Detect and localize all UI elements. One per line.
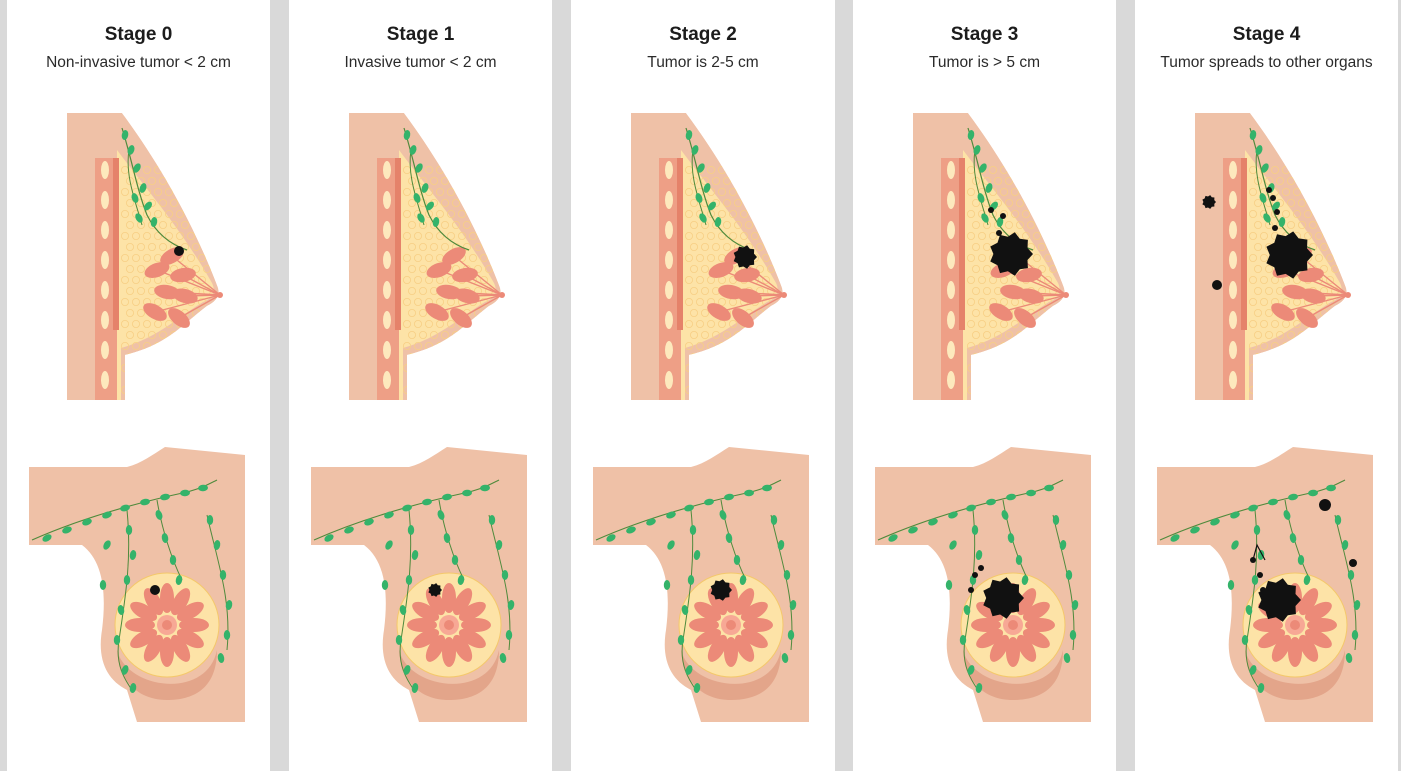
lymph-node-icon <box>688 575 694 585</box>
tumor-icon <box>1274 209 1280 215</box>
lymph-node-icon <box>207 515 213 525</box>
stage-illustration <box>571 0 835 771</box>
lymph-node-icon <box>972 525 978 535</box>
tumor-icon <box>1212 280 1222 290</box>
lymph-node-icon <box>224 630 230 640</box>
tumor-icon <box>972 572 978 578</box>
lymph-node-icon <box>124 575 130 585</box>
lymph-node-icon <box>1053 515 1059 525</box>
tumor-icon <box>1270 195 1276 201</box>
stage-illustration <box>1135 0 1398 771</box>
front-view-breast-icon <box>593 447 809 722</box>
stage-0-panel: Stage 0 Non-invasive tumor < 2 cm <box>7 0 270 771</box>
lymph-node-icon <box>1298 555 1304 565</box>
lymph-node-icon <box>1228 580 1234 590</box>
tumor-icon <box>968 587 974 593</box>
lymph-node-icon <box>771 515 777 525</box>
front-view-breast-icon <box>875 447 1091 722</box>
stage-3-panel: Stage 3 Tumor is > 5 cm <box>853 0 1116 771</box>
lymph-node-icon <box>382 580 388 590</box>
lymph-node-icon <box>1242 635 1248 645</box>
tumor-icon <box>1319 499 1331 511</box>
lymph-node-icon <box>114 635 120 645</box>
lymph-node-icon <box>678 635 684 645</box>
lymph-node-icon <box>1352 630 1358 640</box>
stage-1-panel: Stage 1 Invasive tumor < 2 cm <box>289 0 552 771</box>
lymph-node-icon <box>126 525 132 535</box>
tumor-icon <box>1000 213 1006 219</box>
front-view-breast-icon <box>1157 447 1373 722</box>
lymph-node-icon <box>1070 630 1076 640</box>
tumor-icon <box>150 585 160 595</box>
lymph-node-icon <box>489 515 495 525</box>
front-view-breast-icon <box>29 447 245 722</box>
front-view-breast-icon <box>311 447 527 722</box>
side-view-breast-icon <box>913 113 1083 400</box>
lymph-node-icon <box>734 555 740 565</box>
lymph-node-icon <box>788 630 794 640</box>
stage-illustration <box>289 0 552 771</box>
tumor-icon <box>988 207 994 213</box>
lymph-node-icon <box>1016 555 1022 565</box>
tumor-icon <box>1272 225 1278 231</box>
lymph-node-icon <box>1348 570 1354 580</box>
lymph-node-icon <box>100 580 106 590</box>
side-view-breast-icon <box>1195 113 1365 400</box>
lymph-node-icon <box>1335 515 1341 525</box>
lymph-node-icon <box>1254 525 1260 535</box>
tumor-icon <box>978 565 984 571</box>
lymph-node-icon <box>502 570 508 580</box>
side-view-breast-icon <box>631 113 801 400</box>
lymph-node-icon <box>690 525 696 535</box>
tumor-icon <box>1349 559 1357 567</box>
stage-4-panel: Stage 4 Tumor spreads to other organs <box>1135 0 1398 771</box>
lymph-node-icon <box>220 570 226 580</box>
tumor-icon <box>1257 572 1263 578</box>
side-view-breast-icon <box>67 113 237 400</box>
tumor-icon <box>996 230 1002 236</box>
lymph-node-icon <box>406 575 412 585</box>
stage-illustration <box>853 0 1116 771</box>
lymph-node-icon <box>506 630 512 640</box>
tumor-icon <box>1266 187 1272 193</box>
stage-illustration <box>7 0 270 771</box>
lymph-node-icon <box>960 635 966 645</box>
lymph-node-icon <box>784 570 790 580</box>
lymph-node-icon <box>452 555 458 565</box>
lymph-node-icon <box>1066 570 1072 580</box>
lymph-node-icon <box>396 635 402 645</box>
stage-2-panel: Stage 2 Tumor is 2-5 cm <box>571 0 835 771</box>
lymph-node-icon <box>1252 575 1258 585</box>
lymph-node-icon <box>170 555 176 565</box>
lymph-node-icon <box>408 525 414 535</box>
tumor-icon <box>174 246 184 256</box>
lymph-node-icon <box>946 580 952 590</box>
lymph-node-icon <box>664 580 670 590</box>
